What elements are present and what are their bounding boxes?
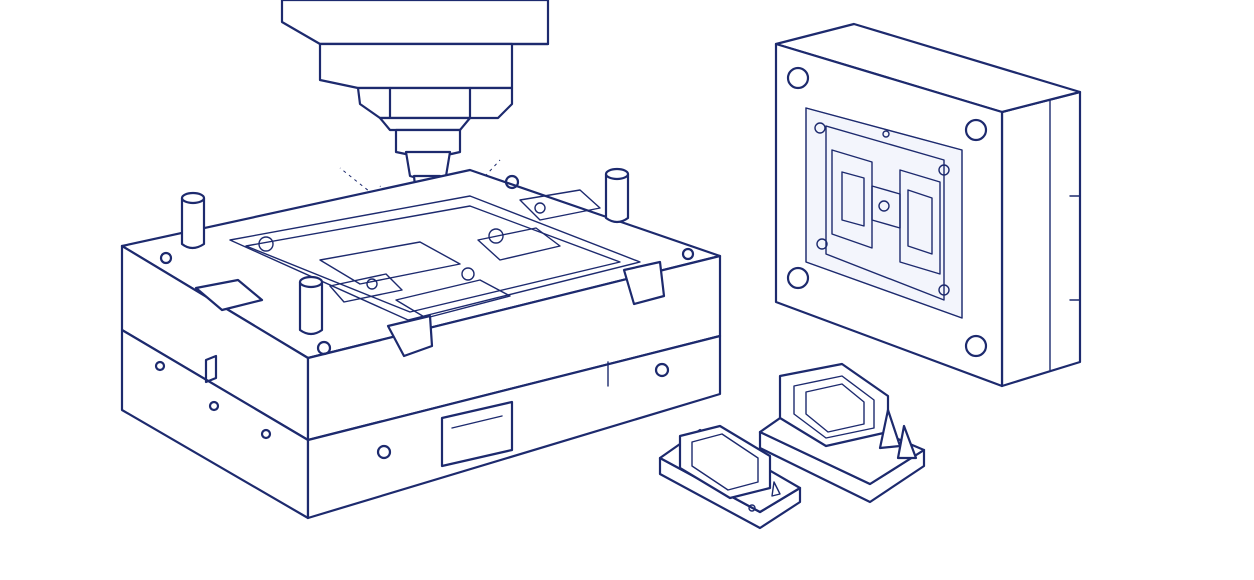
molded-part-large: [758, 362, 926, 504]
guide-pins: [180, 167, 630, 336]
mold-cavity-plate: [774, 22, 1082, 388]
molded-part-small: [658, 424, 802, 530]
mold-core-half: [120, 168, 722, 520]
